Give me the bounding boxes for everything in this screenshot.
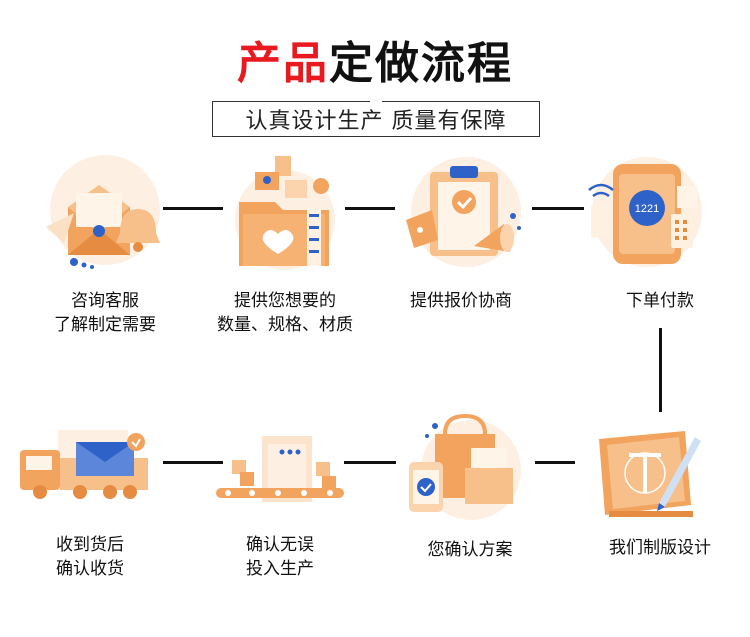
step-7-line2: 投入生产 xyxy=(246,559,314,579)
phone-payment-icon: 1221 xyxy=(588,157,702,267)
step-2-label: 提供您想要的 数量、规格、材质 xyxy=(205,289,365,337)
connector-5-6 xyxy=(535,461,575,464)
page-title: 产品定做流程 xyxy=(0,36,750,92)
step-1-label: 咨询客服 了解制定需要 xyxy=(40,289,170,337)
step-1-line2: 了解制定需要 xyxy=(54,315,156,335)
delivery-truck-icon xyxy=(20,430,148,499)
connector-2-3 xyxy=(345,207,395,210)
quote-clipboard-icon xyxy=(406,157,521,267)
step-5-line1: 我们制版设计 xyxy=(609,538,711,558)
connector-6-7 xyxy=(344,461,396,464)
subtitle-banner: 认真设计生产 质量有保障 xyxy=(212,100,540,137)
step-4-label: 下单付款 xyxy=(595,289,725,313)
step-4-line1: 下单付款 xyxy=(626,291,694,311)
title-black-part: 定做流程 xyxy=(329,38,513,89)
step-2-line1: 提供您想要的 xyxy=(234,291,336,311)
step-2-line2: 数量、规格、材质 xyxy=(217,315,353,335)
step-6-label: 您确认方案 xyxy=(400,538,540,562)
blueprint-design-icon xyxy=(599,431,701,517)
step-8-label: 收到货后 确认收货 xyxy=(30,533,150,581)
svg-text:1221: 1221 xyxy=(635,203,659,215)
step-3-label: 提供报价协商 xyxy=(396,289,526,313)
step-6-line1: 您确认方案 xyxy=(427,540,513,560)
step-3-line1: 提供报价协商 xyxy=(410,291,512,311)
folder-images-icon xyxy=(235,156,335,270)
connector-4-5 xyxy=(659,328,662,412)
production-line-icon xyxy=(216,436,344,502)
title-red-part: 产品 xyxy=(237,38,329,89)
connector-1-2 xyxy=(163,207,223,210)
step-5-label: 我们制版设计 xyxy=(590,536,730,560)
shopping-bag-confirm-icon xyxy=(409,413,521,520)
mail-bell-icon xyxy=(46,155,160,269)
step-8-line1: 收到货后 xyxy=(56,535,124,555)
connector-3-4 xyxy=(532,207,584,210)
connector-7-8 xyxy=(163,461,223,464)
step-7-label: 确认无误 投入生产 xyxy=(220,533,340,581)
step-1-line1: 咨询客服 xyxy=(71,291,139,311)
step-8-line2: 确认收货 xyxy=(56,559,124,579)
subtitle-text: 认真设计生产 质量有保障 xyxy=(245,109,507,134)
step-7-line1: 确认无误 xyxy=(246,535,314,555)
